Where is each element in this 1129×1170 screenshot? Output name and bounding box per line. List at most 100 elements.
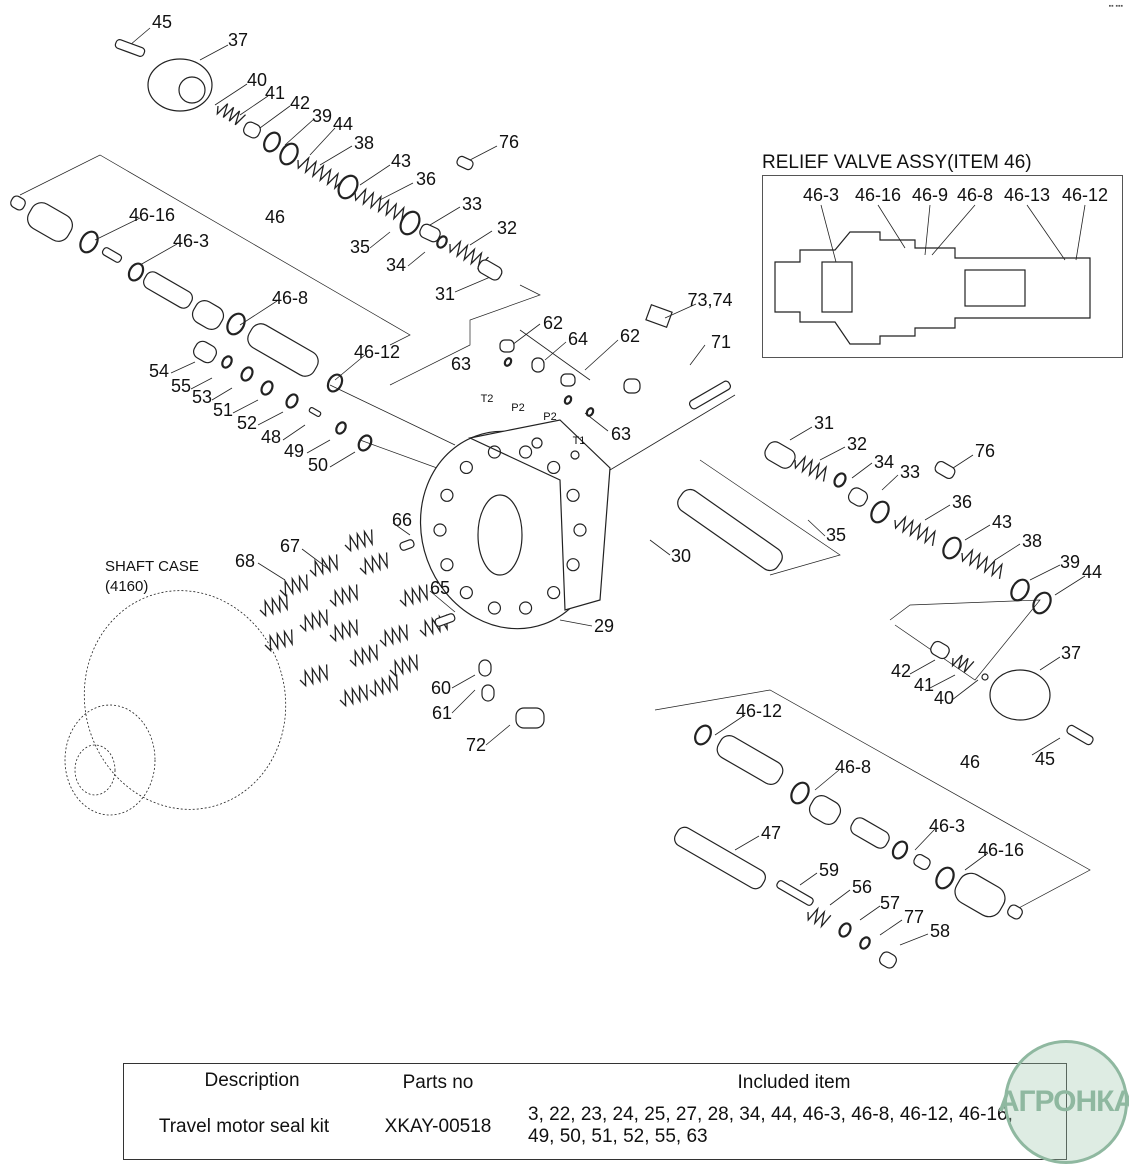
part-label: 66 xyxy=(391,510,413,530)
leader-line xyxy=(239,300,278,326)
inset-title: RELIEF VALVE ASSY(ITEM 46) xyxy=(762,152,1032,173)
o-ring xyxy=(399,210,421,236)
part-label: 44 xyxy=(332,114,354,134)
spring xyxy=(339,684,368,708)
spring xyxy=(449,239,489,270)
shaft-case-label: SHAFT CASE xyxy=(105,558,199,575)
relief-valve-inset xyxy=(762,175,1123,358)
flange-bore xyxy=(178,76,206,104)
o-ring xyxy=(942,536,962,560)
part-label: 56 xyxy=(851,877,873,897)
cylinder-part xyxy=(477,259,503,281)
o-ring xyxy=(263,131,281,153)
bolt-hole xyxy=(573,523,587,537)
leader-line xyxy=(664,303,697,319)
o-ring xyxy=(585,407,595,417)
o-ring xyxy=(1010,578,1030,602)
o-ring xyxy=(563,395,573,405)
o-ring xyxy=(79,230,99,254)
cylinder-part xyxy=(677,488,783,572)
part-label: 62 xyxy=(619,326,641,346)
cylinder-part xyxy=(934,460,956,480)
part-label: 34 xyxy=(873,452,895,472)
relief-valve-section xyxy=(774,231,1091,345)
part-label: 46-3 xyxy=(172,231,210,251)
spring xyxy=(299,664,328,688)
spring xyxy=(354,187,405,223)
leader-line xyxy=(829,889,851,906)
port xyxy=(570,450,580,460)
leader-line xyxy=(877,204,906,249)
leader-line xyxy=(239,95,269,116)
leader-line xyxy=(951,679,979,701)
part-label: 35 xyxy=(349,237,371,257)
cylinder-part xyxy=(674,826,766,890)
cylinder-part xyxy=(515,707,545,729)
spring xyxy=(329,584,358,608)
part-label: 45 xyxy=(1034,749,1056,769)
part-label: 51 xyxy=(212,400,234,420)
leader-line xyxy=(257,562,286,581)
bolt-hole xyxy=(487,445,502,459)
cylinder-part xyxy=(481,684,495,702)
cylinder-part xyxy=(456,155,474,171)
leader-line xyxy=(257,411,284,426)
o-ring xyxy=(240,366,254,382)
cylinder-part xyxy=(10,195,26,211)
seal-kit-table: Description Parts no Included item Trave… xyxy=(123,1063,1067,1160)
center-bore xyxy=(477,494,523,576)
nameplate xyxy=(645,303,673,329)
bolt-hole xyxy=(566,488,580,502)
row-description: Travel motor seal kit xyxy=(158,1116,330,1137)
spring xyxy=(961,548,1003,579)
part-label: 36 xyxy=(415,169,437,189)
part-label: 53 xyxy=(191,387,213,407)
leader-line xyxy=(1039,656,1061,671)
spring xyxy=(344,529,373,553)
cylinder-part xyxy=(847,487,869,507)
part-label: 48 xyxy=(260,427,282,447)
part-label: 44 xyxy=(1081,562,1103,582)
leader-line xyxy=(859,905,881,921)
cylinder-part xyxy=(399,539,415,551)
part-label: 37 xyxy=(227,30,249,50)
part-label: 61 xyxy=(431,703,453,723)
cylinder-part xyxy=(114,39,146,57)
spring xyxy=(807,906,832,929)
part-label: 73,74 xyxy=(687,290,733,310)
leader-line xyxy=(359,164,391,186)
leader-line xyxy=(879,919,903,936)
part-label: 31 xyxy=(434,284,456,304)
leader-line xyxy=(369,231,391,249)
o-ring xyxy=(335,421,347,435)
inset-label: 46-16 xyxy=(854,185,902,205)
bolt-hole xyxy=(547,460,561,475)
part-label: 41 xyxy=(913,675,935,695)
part-label: 65 xyxy=(429,578,451,598)
ball xyxy=(981,673,989,681)
part-label: 38 xyxy=(353,133,375,153)
spring xyxy=(369,674,398,698)
part-label: 46-16 xyxy=(977,840,1025,860)
leader-line xyxy=(1054,575,1086,596)
row-parts-no: XKAY-00518 xyxy=(384,1116,492,1137)
part-label: 54 xyxy=(148,361,170,381)
part-label: 40 xyxy=(246,70,268,90)
leader-line xyxy=(429,206,461,226)
leader-line xyxy=(799,872,818,886)
part-label: 71 xyxy=(710,332,732,352)
part-label: 34 xyxy=(385,255,407,275)
leader-line xyxy=(306,439,331,454)
port xyxy=(531,437,543,449)
leader-line xyxy=(914,828,936,851)
leader-line xyxy=(232,399,259,414)
valve-poppet xyxy=(964,269,1026,307)
cylinder-part xyxy=(101,247,123,263)
leader-line xyxy=(407,251,426,267)
spring xyxy=(794,454,828,482)
leader-line xyxy=(820,204,837,263)
valve-block xyxy=(468,419,611,611)
logo-text: АГРОНКА xyxy=(997,1085,1129,1118)
spring xyxy=(951,654,975,673)
cylinder-part xyxy=(930,640,950,660)
